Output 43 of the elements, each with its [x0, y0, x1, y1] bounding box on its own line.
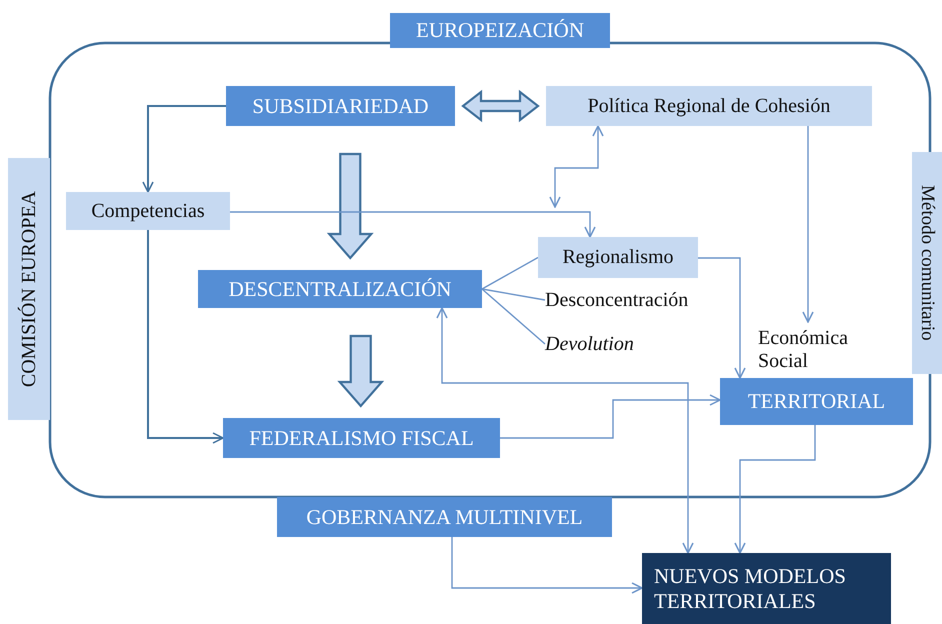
concept-label: EUROPEIZACIÓN	[416, 18, 584, 43]
connector-arrow	[230, 211, 596, 238]
concept-label: COMISIÓN EUROPEA	[18, 190, 40, 388]
concept-label: Devolution	[545, 332, 634, 356]
concept-label: TERRITORIAL	[748, 389, 886, 414]
concept-label: FEDERALISMO FISCAL	[249, 426, 474, 450]
concept-box	[277, 497, 612, 537]
connector-arrow	[698, 257, 746, 379]
concept-label: SUBSIDIARIEDAD	[252, 94, 429, 118]
concept-box	[390, 13, 610, 48]
concept-label: DESCENTRALIZACIÓN	[228, 276, 452, 302]
concept-label: GOBERNANZA MULTINIVEL	[306, 504, 583, 530]
connector-arrow	[436, 307, 694, 554]
concept-box	[66, 192, 230, 230]
connector-arrow	[500, 394, 721, 439]
concept-label: Competencias	[91, 200, 205, 222]
concept-box	[546, 86, 872, 126]
concept-label: Método comunitario	[916, 185, 938, 341]
double-block-arrow	[461, 90, 540, 122]
concept-label: Económica Social	[758, 327, 849, 373]
connector-arrow	[802, 126, 814, 323]
concept-box	[226, 86, 455, 126]
connector-arrow	[734, 425, 816, 554]
concept-box	[198, 270, 482, 308]
concept-box	[720, 378, 913, 425]
block-arrow	[326, 152, 374, 260]
connector-arrow	[549, 125, 604, 208]
connector-line	[482, 288, 546, 345]
concept-label: Regionalismo	[562, 246, 674, 269]
concept-label: Desconcentración	[545, 288, 688, 312]
connector-arrow	[451, 537, 643, 594]
result-box	[642, 553, 891, 624]
connector-line	[482, 288, 546, 301]
block-arrow	[337, 334, 384, 408]
connector-arrow	[147, 230, 224, 444]
side-label-box	[8, 158, 50, 420]
connector-line	[482, 256, 538, 290]
concept-box	[223, 418, 500, 458]
connector-arrow	[142, 105, 226, 193]
concept-label: NUEVOS MODELOS TERRITORIALES	[654, 564, 847, 613]
side-label-box	[912, 152, 942, 374]
concept-box	[538, 237, 698, 278]
concept-label: Política Regional de Cohesión	[588, 94, 830, 118]
